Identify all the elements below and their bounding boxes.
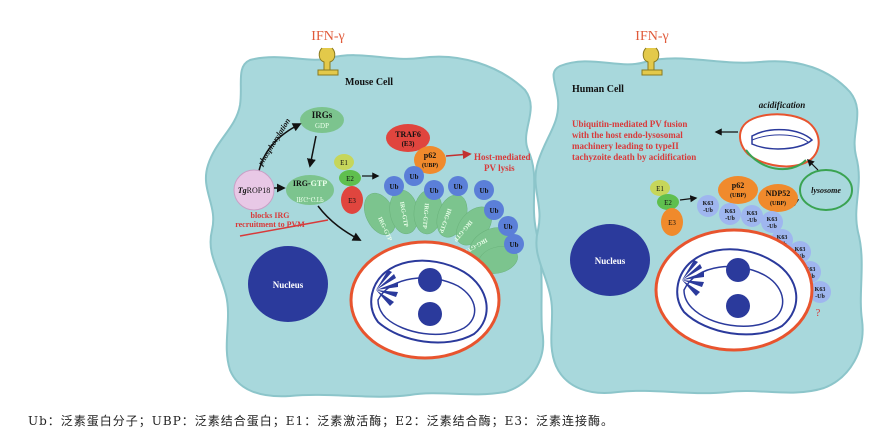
svg-text:Ub: Ub (430, 187, 439, 195)
ndp52-ubp: NDP52 (UBP) (758, 184, 798, 212)
block-line (239, 219, 329, 237)
lysosome-to-vacuole-arrow (806, 158, 819, 171)
svg-text:(E3): (E3) (402, 140, 416, 148)
p62-ubp-right: p62 (UBP) (718, 176, 758, 204)
tgrop18: TgROP18 (233, 169, 275, 211)
human-cell-panel: IFN-γ Human Cell Ubiquitin-mediated PV f… (534, 29, 864, 395)
p62-ubp-left: p62 (UBP) (414, 146, 446, 174)
svg-text:p62: p62 (732, 181, 744, 190)
svg-text:K63-Ub: K63-Ub (747, 211, 758, 224)
rhoptry-cluster-right (682, 260, 704, 296)
svg-text:E2: E2 (346, 175, 354, 183)
svg-text:K63-Ub: K63-Ub (725, 209, 736, 222)
svg-text:lysosome: lysosome (811, 186, 841, 195)
svg-text:GDP: GDP (315, 122, 329, 130)
phosphorylation-arrow (257, 123, 302, 177)
parasitophorous-vacuole-right (654, 228, 814, 352)
svg-text:E1: E1 (340, 159, 348, 167)
svg-text:(UBP): (UBP) (730, 192, 746, 199)
svg-text:IRG-GTP: IRG-GTP (296, 195, 324, 203)
human-cell-label: Human Cell (572, 84, 624, 95)
nucleus-left: Nucleus (248, 246, 328, 322)
irgs-to-irg-gtp-arrow (306, 135, 317, 168)
nucleus-right: Nucleus (570, 224, 650, 296)
rhoptry-cluster-left (376, 270, 398, 306)
e1-enzyme-left: E1 (334, 154, 354, 170)
ub-beads-left: Ub Ub Ub Ub Ub Ub Ub Ub (384, 166, 524, 254)
e2-enzyme-left: E2 (339, 170, 361, 186)
svg-text:Ub: Ub (410, 173, 419, 181)
svg-text:TgROP18: TgROP18 (238, 186, 270, 195)
acidification-label: acidification (759, 100, 806, 110)
ifn-gamma-receptor-right (641, 47, 663, 76)
question-mark: ? (816, 307, 821, 319)
e3-enzyme-left: E3 (341, 186, 363, 214)
svg-text:E1: E1 (656, 185, 664, 193)
svg-text:E3: E3 (348, 197, 356, 205)
ifn-gamma-label-left: IFN-γ (311, 29, 344, 44)
svg-text:Nucleus: Nucleus (595, 256, 626, 266)
svg-text:NDP52: NDP52 (766, 189, 790, 198)
irg-gtp-coat (364, 189, 518, 274)
svg-text:E3: E3 (668, 219, 676, 227)
svg-text:(UBP): (UBP) (770, 200, 786, 207)
mouse-cell-label: Mouse Cell (345, 77, 393, 88)
svg-text:IRG-GTP: IRG-GTP (421, 203, 429, 229)
svg-text:E2: E2 (664, 199, 672, 207)
e1-enzyme-right: E1 (650, 180, 670, 196)
host-lysis-arrow (445, 150, 472, 160)
svg-text:(UBP): (UBP) (422, 162, 438, 169)
svg-text:Ub: Ub (504, 223, 513, 231)
ifn-gamma-receptor-left (317, 47, 339, 76)
svg-text:Ub: Ub (390, 183, 399, 191)
svg-text:Ub: Ub (490, 207, 499, 215)
irg-to-pv-arrow (317, 205, 362, 241)
svg-text:p62: p62 (424, 151, 436, 160)
mouse-cell-panel: IFN-γ Mouse Cell IRGs GDP phosphorylatio… (204, 29, 545, 398)
figure-caption: Ub：泛素蛋白分子；UBP：泛素结合蛋白；E1：泛素激活酶；E2：泛素结合酶；E… (28, 414, 614, 428)
acidified-vacuole (739, 113, 820, 170)
svg-text:IRGs: IRGs (312, 110, 333, 120)
irgs-gdp: IRGs GDP (300, 107, 344, 133)
svg-text:K63-Ub: K63-Ub (703, 201, 714, 214)
lysosome: lysosome (799, 169, 853, 211)
svg-text:K63-Ub: K63-Ub (815, 287, 826, 300)
svg-text:K63-Ub: K63-Ub (767, 217, 778, 230)
svg-text:Nucleus: Nucleus (273, 280, 304, 290)
svg-text:Ub: Ub (510, 241, 519, 249)
e2-enzyme-right: E2 (657, 194, 679, 210)
svg-text:TRAF6: TRAF6 (395, 130, 421, 139)
pv-fusion-description: Ubiquitin-mediated PV fusion with the ho… (572, 119, 696, 162)
svg-text:IRG-GTP: IRG-GTP (398, 201, 408, 228)
traf6-e3: TRAF6 (E3) (386, 124, 430, 152)
irg-gtp-monomer: IRG-GTP IRG-GTP (286, 175, 334, 205)
svg-text:Ub: Ub (480, 187, 489, 195)
e3-enzyme-right: E3 (661, 208, 683, 236)
ifn-gamma-label-right: IFN-γ (635, 29, 668, 44)
svg-text:Ub: Ub (454, 183, 463, 191)
e2-to-k63-arrow (679, 195, 698, 203)
parasitophorous-vacuole-left (349, 240, 501, 360)
svg-text:IRG-GTP: IRG-GTP (293, 179, 327, 188)
